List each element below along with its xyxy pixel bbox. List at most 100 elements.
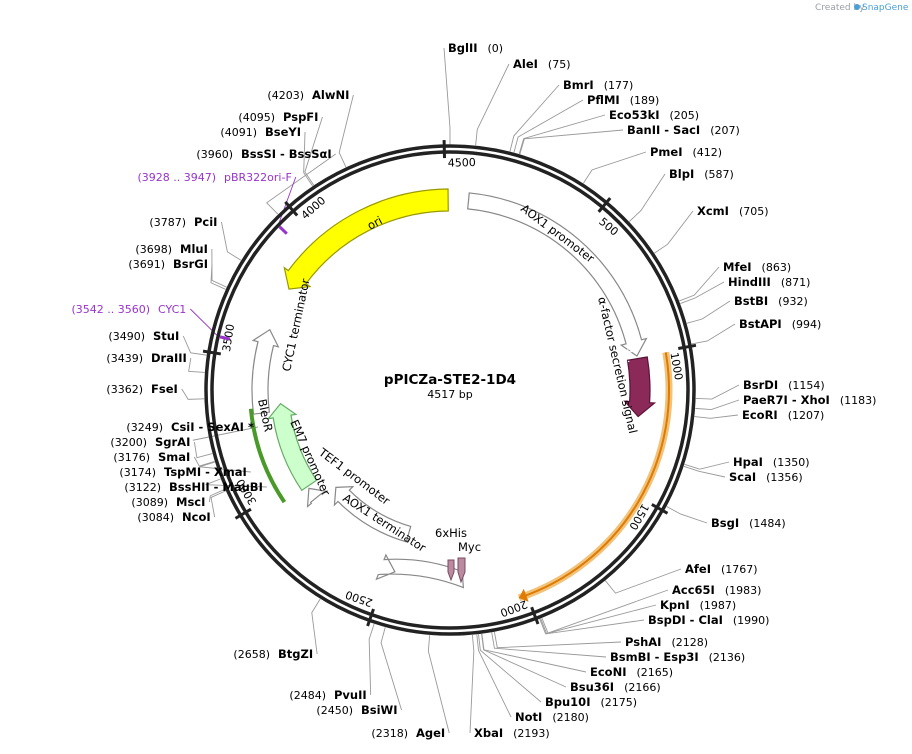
enzyme-site: (2484)	[289, 689, 326, 702]
enzyme-leader	[368, 623, 375, 696]
enzyme-site: (2175)	[600, 696, 637, 709]
myc-label: Myc	[458, 540, 481, 554]
enzyme-site: (1983)	[725, 584, 762, 597]
enzyme-site: (3122)	[124, 481, 161, 494]
enzyme-name: PciI	[194, 215, 217, 229]
snapgene-logo-icon	[854, 4, 860, 10]
pro-label: pro...	[624, 335, 638, 364]
selected-region-arc-core	[518, 352, 670, 599]
site-feature-mark	[219, 335, 231, 341]
site-feature-range: (3928 .. 3947)	[137, 171, 216, 184]
ori-label: ori	[365, 213, 385, 232]
enzyme-site: (2193)	[513, 727, 550, 740]
enzyme-name: PmeI	[650, 145, 683, 159]
enzyme-leader-lines	[181, 47, 740, 734]
enzyme-site: (3200)	[110, 436, 147, 449]
enzyme-leader	[583, 151, 647, 184]
enzyme-leader	[210, 490, 226, 518]
backbone-outer-ring	[204, 144, 696, 636]
enzyme-leader	[427, 635, 450, 734]
enzyme-leader	[481, 633, 567, 688]
enzyme-name: NotI	[515, 710, 542, 724]
enzyme-name: BssHII - MauBI	[169, 480, 263, 494]
enzyme-name: AleI	[513, 57, 538, 71]
enzyme-leader	[208, 488, 226, 503]
aox1-promoter-label: AOX1 promoter	[518, 201, 597, 265]
enzyme-name: BtgZI	[278, 647, 313, 661]
enzyme-leader	[481, 633, 587, 673]
bleor-label: BleoR	[255, 398, 276, 433]
tick-mark	[597, 197, 612, 213]
enzyme-name: BsmBI - Esp3I	[610, 650, 699, 664]
site-feature-name: CYC1	[158, 303, 186, 316]
enzyme-leader	[684, 461, 730, 470]
enzyme-leader	[182, 335, 207, 356]
enzyme-site: (587)	[704, 168, 734, 181]
enzyme-site: (2165)	[636, 666, 673, 679]
enzyme-name: BsgI	[711, 516, 739, 530]
enzyme-leader	[694, 414, 739, 419]
em7-promoter-feature	[306, 487, 328, 508]
enzyme-site: (4091)	[220, 126, 257, 139]
watermark-created-by: Created by	[815, 3, 865, 13]
enzyme-site: (3691)	[128, 258, 165, 271]
tick-mark	[651, 503, 669, 515]
enzyme-site: (2318)	[371, 727, 408, 740]
enzyme-leader	[691, 323, 736, 345]
enzyme-leader	[628, 173, 666, 222]
enzyme-leader	[695, 384, 740, 400]
enzyme-leader	[513, 99, 584, 153]
enzyme-name: XbaI	[474, 726, 503, 740]
watermark: Created by SnapGene	[815, 3, 909, 13]
enzyme-site: (0)	[488, 42, 504, 55]
enzyme-site: (1356)	[766, 471, 803, 484]
enzyme-leader	[686, 300, 731, 324]
enzyme-leader	[199, 461, 251, 473]
enzyme-site: (4203)	[267, 89, 304, 102]
enzyme-site: (3089)	[131, 496, 168, 509]
enzyme-name: BspDI - ClaI	[648, 613, 723, 627]
tick-mark	[202, 349, 222, 356]
enzyme-leader	[338, 94, 354, 168]
enzyme-leader	[478, 634, 542, 703]
enzyme-name: BsrGI	[173, 257, 208, 271]
tick-mark	[530, 606, 540, 625]
tick-label: 4500	[448, 156, 476, 170]
enzyme-site: (205)	[670, 109, 700, 122]
enzyme-site: (177)	[604, 79, 634, 92]
enzyme-site: (1207)	[788, 409, 825, 422]
6xhis-feature	[447, 559, 455, 582]
enzyme-leader	[539, 618, 645, 635]
enzyme-name: PaeR7I - XhoI	[743, 393, 830, 407]
enzyme-site: (189)	[630, 94, 660, 107]
bleor-feature	[266, 402, 318, 492]
enzyme-name: SmaI	[158, 450, 190, 464]
enzyme-name: Bpu10I	[545, 695, 590, 709]
enzyme-name: MscI	[176, 495, 205, 509]
enzyme-site: (1350)	[773, 456, 810, 469]
enzyme-name: CsiI - SexAI *	[171, 420, 254, 434]
enzyme-site: (75)	[548, 58, 571, 71]
enzyme-leader	[493, 631, 622, 649]
enzyme-site: (3490)	[108, 330, 145, 343]
enzyme-leader	[476, 634, 512, 718]
enzyme-leader	[443, 47, 451, 144]
enzyme-site: (2166)	[624, 681, 661, 694]
enzyme-name: Bsu36I	[570, 680, 614, 694]
enzyme-name: BstBI	[734, 294, 768, 308]
enzyme-leader	[311, 598, 321, 655]
enzyme-leader	[266, 153, 336, 215]
enzyme-leader	[680, 281, 725, 304]
enzyme-site: (2136)	[709, 651, 746, 664]
enzyme-leader	[654, 210, 694, 254]
enzyme-site: (932)	[778, 295, 808, 308]
enzyme-leader	[188, 357, 205, 373]
enzyme-site: (3174)	[119, 466, 156, 479]
enzyme-name: MluI	[180, 242, 208, 256]
enzyme-leader	[380, 627, 402, 711]
site-feature-range: (3542 .. 3560)	[71, 303, 150, 316]
enzyme-site: (1183)	[840, 394, 877, 407]
enzyme-site: (4095)	[238, 111, 275, 124]
enzyme-name: NcoI	[182, 510, 211, 524]
